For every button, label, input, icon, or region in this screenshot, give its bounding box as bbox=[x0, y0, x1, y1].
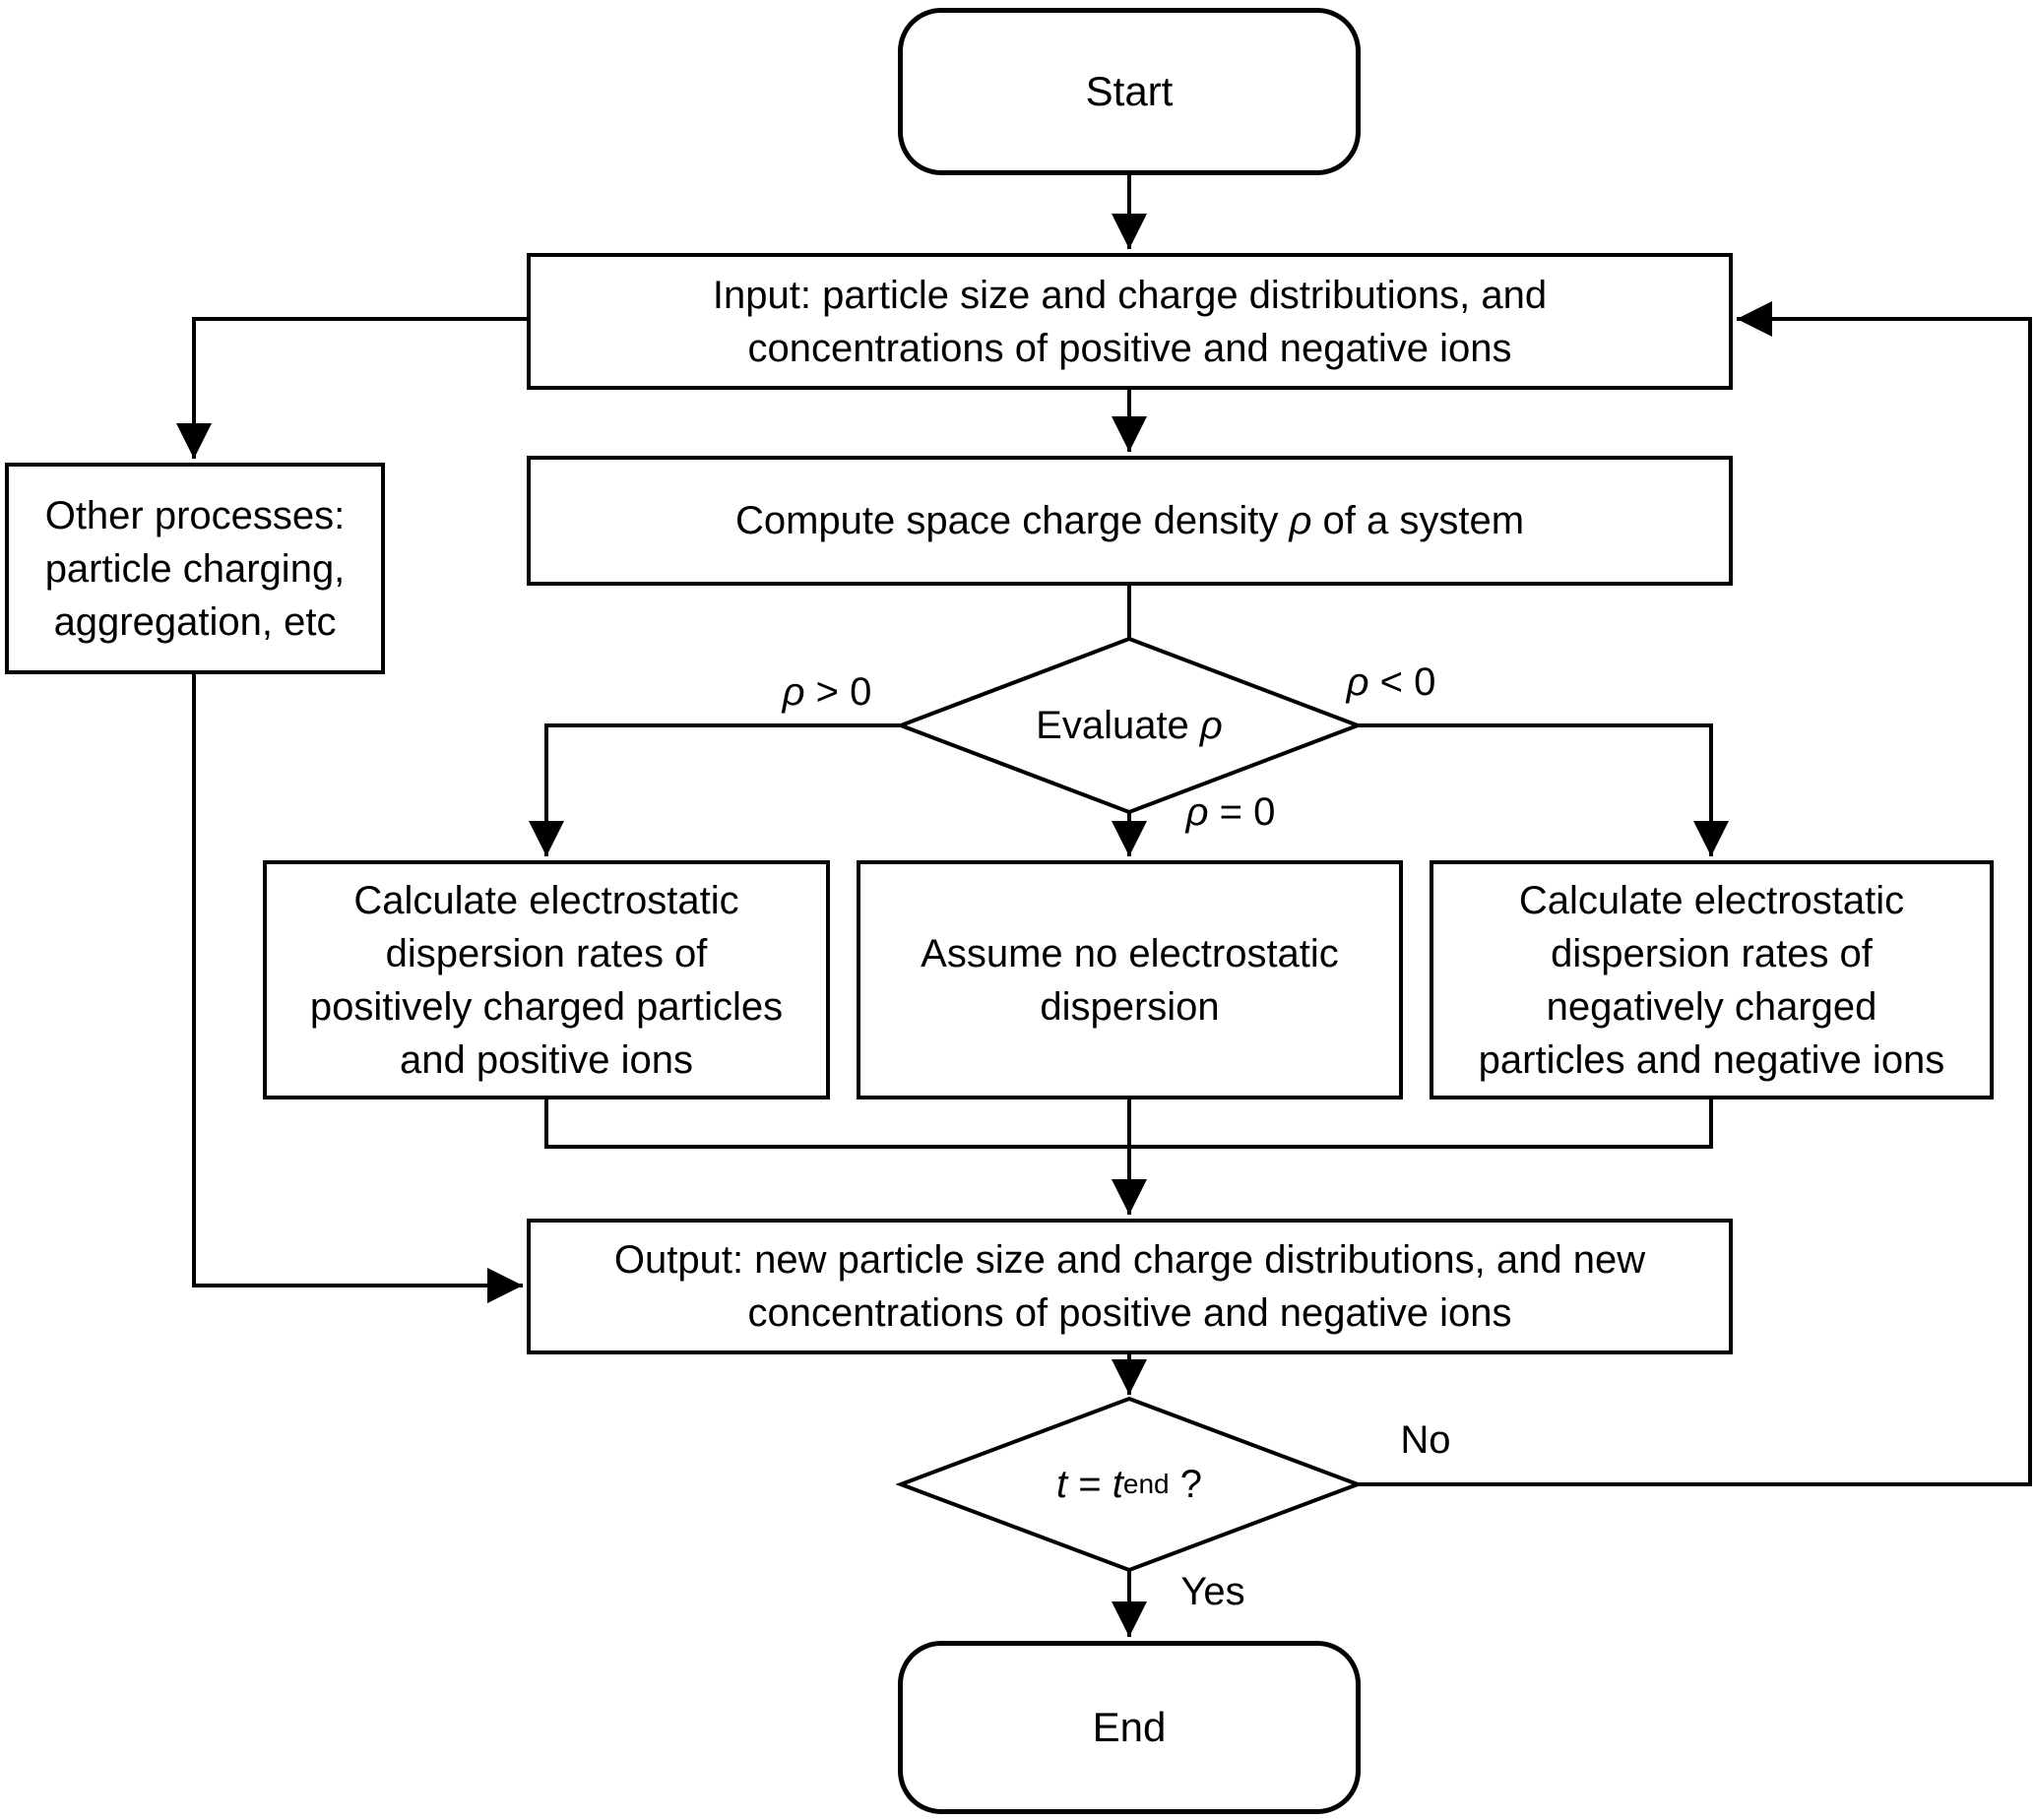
rho-symbol: ρ bbox=[1289, 499, 1312, 542]
assume-line-1: Assume no electrostatic bbox=[921, 931, 1339, 975]
edge-no-loop-to-input bbox=[1358, 301, 2032, 1486]
evaluate-rho-label: Evaluate ρ bbox=[932, 689, 1326, 762]
rho-symbol: ρ bbox=[1346, 660, 1369, 704]
rho-symbol: ρ bbox=[782, 670, 805, 714]
compute-density-label: Compute space charge density ρ of a syst… bbox=[735, 494, 1524, 547]
calc-negative-line-2: dispersion rates of bbox=[1551, 931, 1873, 975]
compute-label-prefix: Compute space charge density bbox=[734, 499, 1290, 542]
edge-evaluate-to-calc-positive bbox=[529, 723, 901, 856]
equals-operator: = bbox=[1067, 1463, 1113, 1506]
rho-symbol: ρ bbox=[1185, 790, 1209, 834]
edge-other-processes-to-output bbox=[192, 674, 523, 1303]
calc-negative-line-1: Calculate electrostatic bbox=[1518, 878, 1905, 922]
output-process-node: Output: new particle size and charge dis… bbox=[527, 1219, 1733, 1354]
input-line-1: Input: particle size and charge distribu… bbox=[712, 273, 1548, 317]
calc-positive-line-3: positively charged particles bbox=[309, 984, 784, 1029]
calc-positive-dispersion-node: Calculate electrostatic dispersion rates… bbox=[263, 860, 830, 1099]
evaluate-label-prefix: Evaluate bbox=[1036, 704, 1200, 747]
rho-positive-branch-label: ρ > 0 bbox=[746, 667, 908, 717]
calc-positive-line-4: and positive ions bbox=[400, 1037, 693, 1082]
compute-density-node: Compute space charge density ρ of a syst… bbox=[527, 456, 1733, 586]
time-check-decision-diamond bbox=[895, 1396, 1364, 1573]
input-process-node: Input: particle size and charge distribu… bbox=[527, 253, 1733, 390]
edge-input-to-other-processes bbox=[176, 317, 527, 459]
rho-negative-condition: < 0 bbox=[1368, 660, 1436, 704]
edge-evaluate-to-calc-negative bbox=[1358, 723, 1729, 856]
rho-symbol: ρ bbox=[1199, 704, 1223, 747]
rho-positive-condition: > 0 bbox=[804, 670, 872, 714]
calc-positive-line-2: dispersion rates of bbox=[385, 931, 708, 975]
other-processes-node: Other processes: particle charging, aggr… bbox=[5, 463, 385, 674]
start-label: Start bbox=[1085, 68, 1174, 114]
other-processes-line-2: particle charging, bbox=[44, 546, 346, 591]
rho-negative-branch-label: ρ < 0 bbox=[1310, 658, 1472, 707]
calc-negative-line-4: particles and negative ions bbox=[1478, 1037, 1945, 1082]
end-label: End bbox=[1092, 1704, 1167, 1750]
compute-label-suffix: of a system bbox=[1311, 499, 1525, 542]
rho-zero-condition: = 0 bbox=[1208, 790, 1276, 834]
input-line-2: concentrations of positive and negative … bbox=[747, 326, 1512, 370]
calc-positive-line-1: Calculate electrostatic bbox=[353, 878, 739, 922]
calc-negative-line-3: negatively charged bbox=[1546, 984, 1877, 1029]
no-branch-label: No bbox=[1400, 1418, 1451, 1462]
calc-negative-dispersion-node: Calculate electrostatic dispersion rates… bbox=[1430, 860, 1994, 1099]
other-processes-line-3: aggregation, etc bbox=[53, 599, 337, 644]
end-node: End bbox=[898, 1641, 1361, 1814]
evaluate-rho-decision-diamond bbox=[895, 636, 1364, 815]
other-processes-line-1: Other processes: bbox=[44, 493, 346, 537]
t-variable: t bbox=[1056, 1463, 1068, 1506]
assume-no-dispersion-node: Assume no electrostatic dispersion bbox=[857, 860, 1403, 1099]
yes-branch-label: Yes bbox=[1180, 1570, 1245, 1613]
question-mark: ? bbox=[1169, 1463, 1202, 1506]
output-line-1: Output: new particle size and charge dis… bbox=[613, 1238, 1646, 1282]
t-end-variable: t bbox=[1112, 1463, 1123, 1506]
output-line-2: concentrations of positive and negative … bbox=[747, 1291, 1512, 1335]
end-subscript: end bbox=[1122, 1469, 1170, 1499]
rho-zero-branch-label: ρ = 0 bbox=[1150, 787, 1311, 837]
assume-line-2: dispersion bbox=[1040, 984, 1220, 1029]
start-node: Start bbox=[898, 8, 1361, 175]
